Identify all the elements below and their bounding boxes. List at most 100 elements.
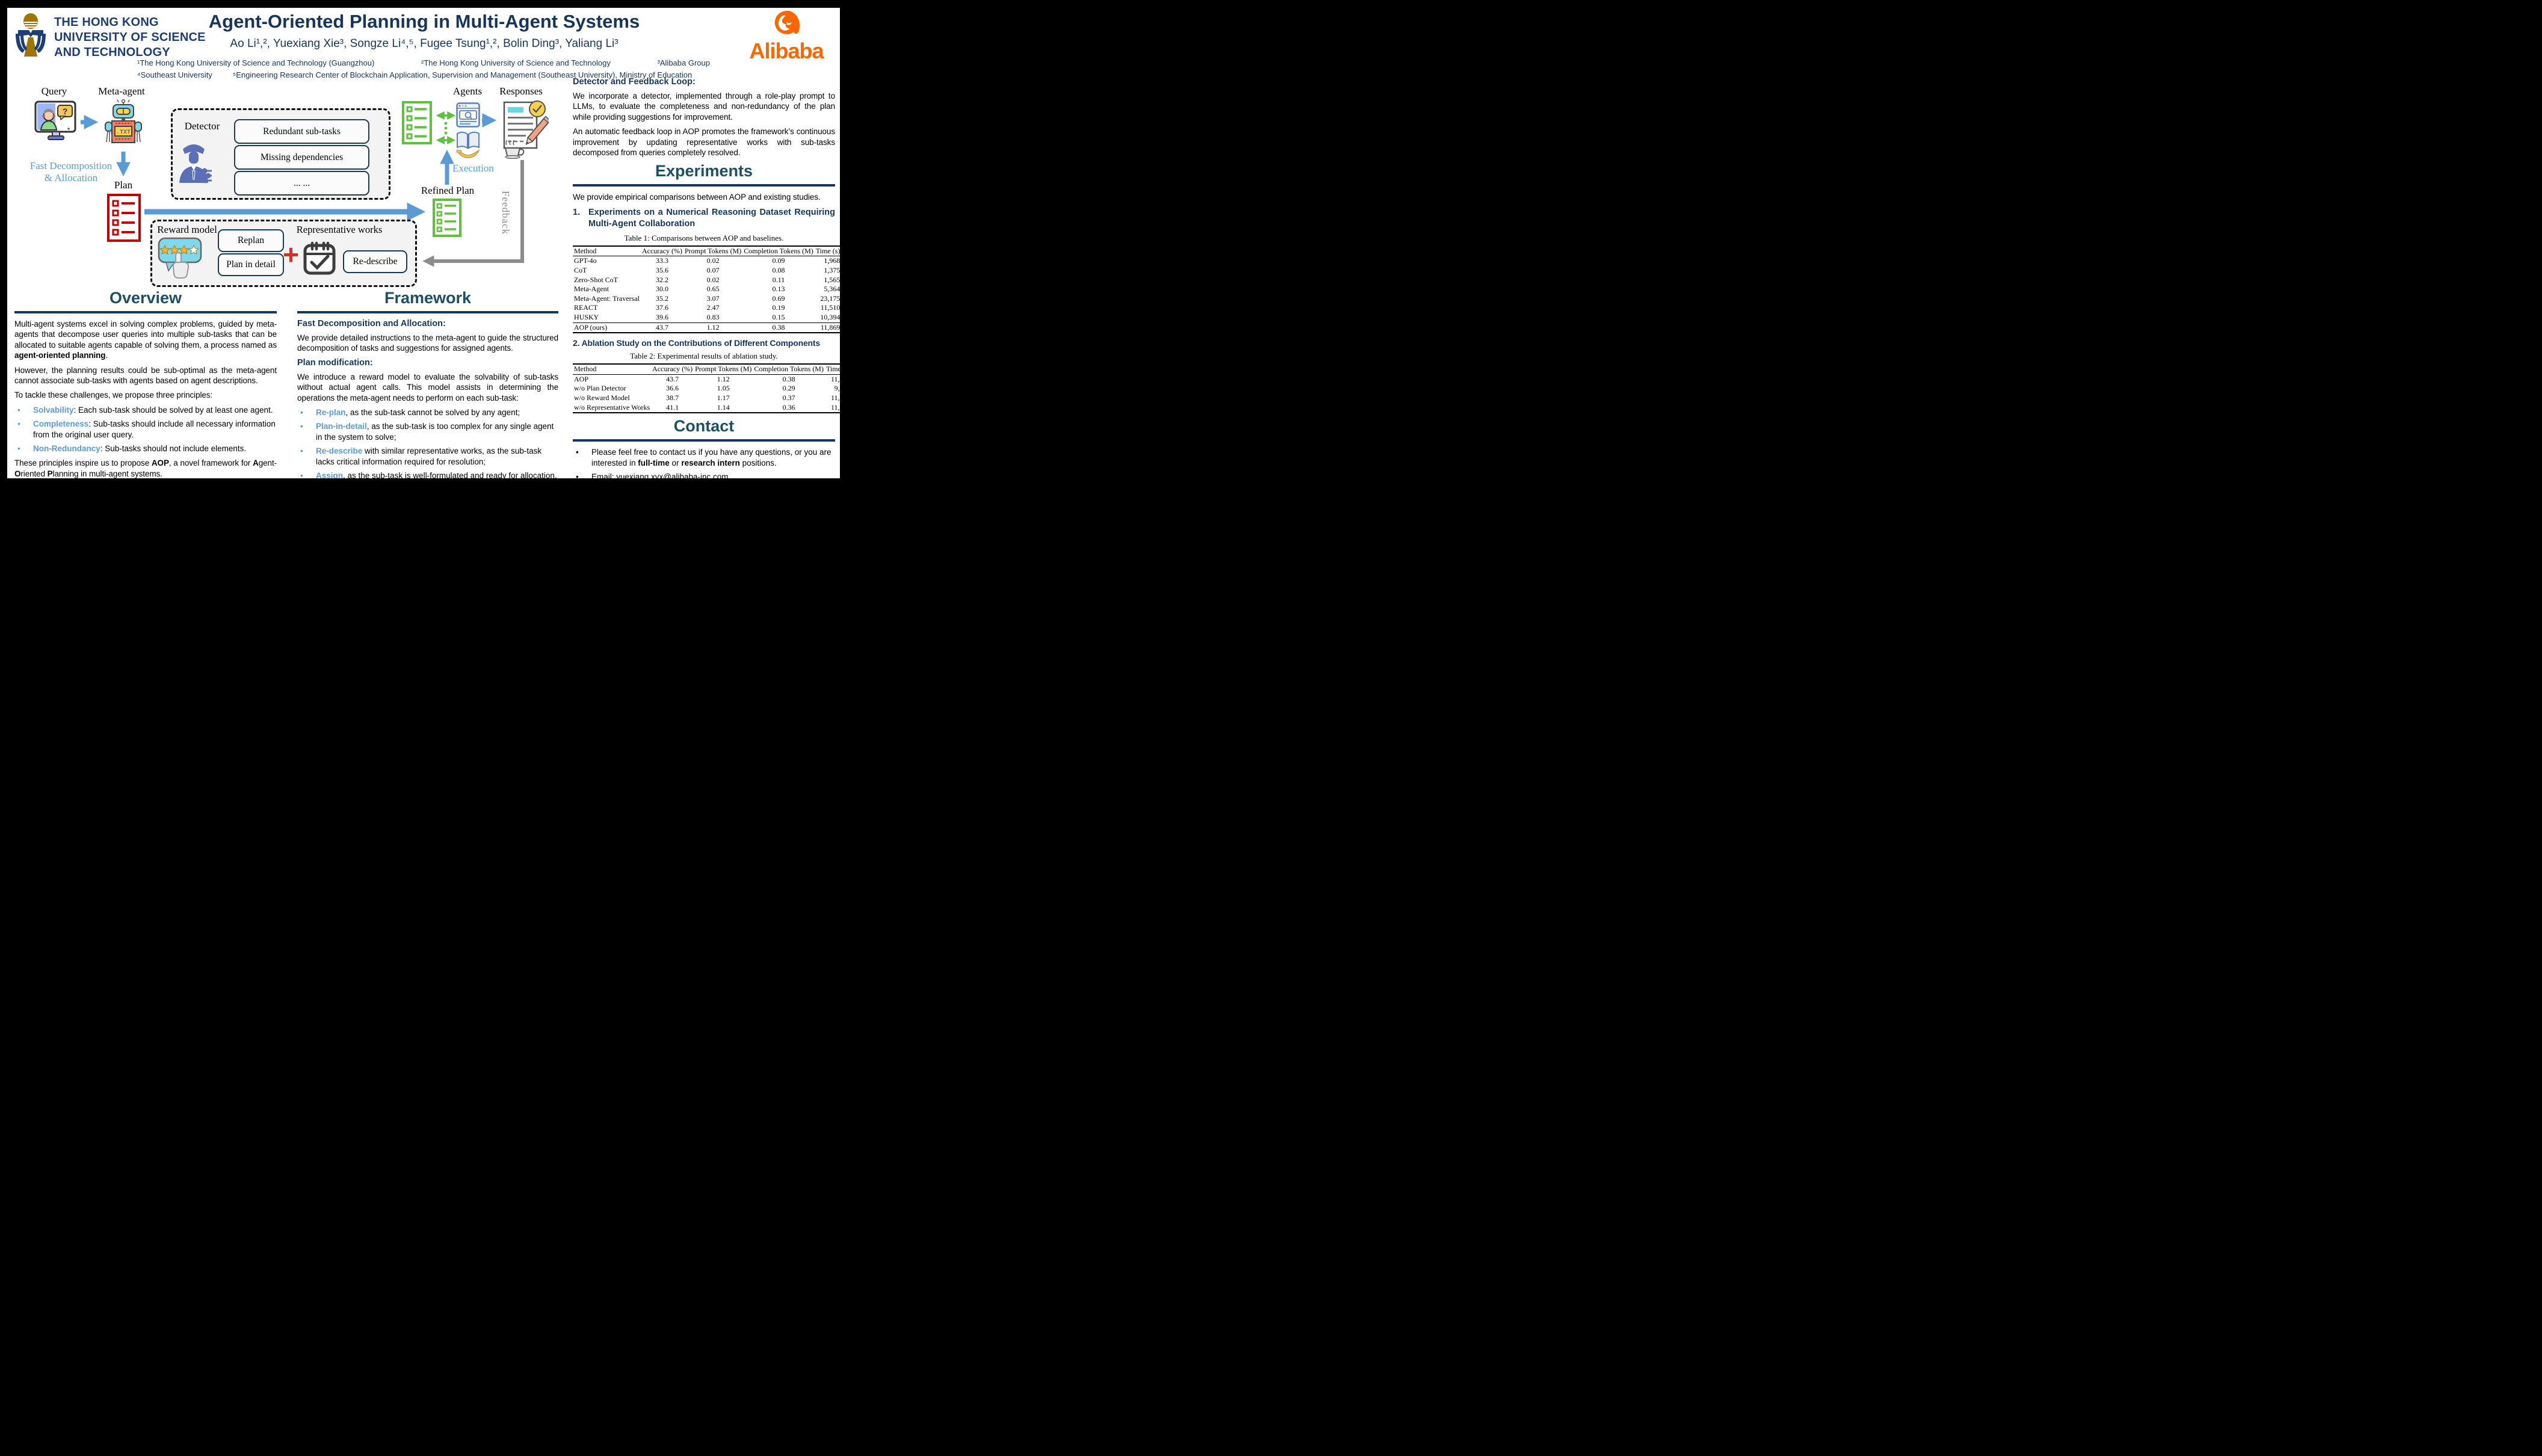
- list-item: •Re-plan, as the sub-task cannot be solv…: [297, 407, 558, 418]
- affiliations: ¹The Hong Kong University of Science and…: [137, 58, 710, 79]
- bullet-icon: •: [576, 448, 579, 457]
- experiments-intro: We provide empirical comparisons between…: [573, 193, 821, 202]
- affiliation-1: ¹The Hong Kong University of Science and…: [137, 58, 375, 67]
- agents-checklist-icon: [402, 101, 432, 147]
- frame-top: [0, 0, 847, 8]
- overview-section: Overview Multi-agent systems excel in so…: [14, 289, 277, 483]
- agents-label: Agents: [452, 85, 483, 97]
- table-row: w/o Representative Works41.11.140.3611,1…: [573, 403, 847, 413]
- query-monitor-icon: ?: [34, 100, 78, 146]
- table-2: Method Accuracy (%) Prompt Tokens (M) Co…: [573, 363, 847, 413]
- bullet-icon: •: [300, 446, 303, 456]
- list-item: •Completeness: Sub-tasks should include …: [14, 419, 277, 440]
- experiment-item-1: 1.Experiments on a Numerical Reasoning D…: [573, 207, 835, 229]
- redescribe-box: Re-describe: [343, 250, 407, 273]
- affiliation-5: ⁵Engineering Research Center of Blockcha…: [232, 70, 693, 79]
- frame-bottom: [0, 478, 847, 486]
- svg-text:.TXT: .TXT: [116, 129, 131, 136]
- refined-plan-label: Refined Plan: [421, 185, 475, 196]
- framework-subheading-2: Plan modification:: [297, 357, 373, 368]
- authors-line: Ao Li¹,², Yuexiang Xie³, Songze Li⁴,⁵, F…: [230, 37, 619, 50]
- alibaba-head-icon: [774, 11, 800, 34]
- affiliation-3: ³Alibaba Group: [657, 58, 710, 67]
- hkust-emblem-icon: [13, 13, 48, 62]
- affiliation-4: ⁴Southeast University: [137, 70, 212, 79]
- meta-agent-label: Meta-agent: [98, 85, 145, 97]
- hkust-logo: THE HONG KONG UNIVERSITY OF SCIENCE AND …: [13, 13, 206, 62]
- contact-rule: [573, 439, 835, 442]
- list-item: •Non-Redundancy: Sub-tasks should not in…: [14, 443, 277, 454]
- detector-officer-icon: [178, 137, 214, 191]
- experiments-rule: [573, 184, 835, 187]
- contact-list: • Please feel free to contact us if you …: [573, 447, 835, 482]
- overview-p1: Multi-agent systems excel in solving com…: [14, 319, 277, 360]
- bullet-icon: •: [300, 471, 303, 481]
- bullet-icon: •: [300, 422, 303, 431]
- page-title: Agent-Oriented Planning in Multi-Agent S…: [208, 11, 640, 32]
- contact-heading: Contact: [673, 417, 735, 436]
- hkust-logo-text: THE HONG KONG UNIVERSITY OF SCIENCE AND …: [54, 16, 206, 59]
- framework-bullets: •Re-plan, as the sub-task cannot be solv…: [297, 407, 558, 481]
- overview-p4: These principles inspire us to propose A…: [14, 458, 277, 478]
- representative-works-label: Representative works: [296, 224, 383, 235]
- svg-text:?: ?: [63, 106, 68, 116]
- replan-box: Replan: [218, 229, 284, 252]
- framework-p1: We provide detailed instructions to the …: [297, 333, 558, 353]
- responses-document-icon: [499, 99, 551, 162]
- table-1-caption: Table 1: Comparisons between AOP and bas…: [624, 233, 784, 242]
- table-1: Method Accuracy (%) Prompt Tokens (M) Co…: [573, 245, 842, 333]
- affiliation-2: ²The Hong Kong University of Science and…: [421, 58, 611, 67]
- experiments-heading: Experiments: [655, 162, 753, 180]
- framework-section: Framework Fast Decomposition and Allocat…: [297, 289, 558, 485]
- detector-p1: We incorporate a detector, implemented t…: [573, 91, 835, 122]
- bullet-icon: •: [300, 408, 303, 418]
- alibaba-logo: Alibaba: [741, 10, 831, 63]
- table-header-row: Method Accuracy (%) Prompt Tokens (M) Co…: [573, 245, 842, 256]
- browser-agent-icon: [456, 102, 480, 131]
- table-header-row: Method Accuracy (%) Prompt Tokens (M) Co…: [573, 364, 847, 375]
- plan-label: Plan: [114, 179, 133, 191]
- framework-p2: We introduce a reward model to evaluate …: [297, 372, 558, 403]
- book-agent-icon: [455, 130, 481, 164]
- alibaba-logo-text: Alibaba: [749, 39, 824, 63]
- execution-label: Execution: [452, 162, 494, 174]
- overview-rule: [14, 311, 277, 313]
- framework-rule: [297, 311, 558, 313]
- experiment-item-2: 2. Ablation Study on the Contributions o…: [573, 338, 820, 348]
- overview-p2: However, the planning results could be s…: [14, 365, 277, 386]
- ellipsis-box: ... ...: [234, 171, 369, 196]
- detector-feedback-heading: Detector and Feedback Loop:: [573, 77, 696, 87]
- plan-in-detail-box: Plan in detail: [218, 253, 284, 276]
- redundant-subtasks-box: Redundant sub-tasks: [234, 119, 369, 144]
- table-2-caption: Table 2: Experimental results of ablatio…: [630, 351, 778, 361]
- rating-stars-icon: [158, 237, 203, 283]
- feedback-label: Feedback: [500, 191, 511, 235]
- refined-plan-icon: [433, 199, 461, 240]
- detector-label: Detector: [184, 120, 220, 132]
- list-item: • Please feel free to contact us if you …: [573, 447, 835, 468]
- overview-p3: To tackle these challenges, we propose t…: [14, 390, 213, 400]
- fast-decomposition-label: Fast Decomposition & Allocation: [29, 160, 113, 184]
- bullet-icon: •: [17, 444, 20, 454]
- responses-label: Responses: [499, 85, 543, 97]
- overview-bullets: •Solvability: Each sub-task should be so…: [14, 405, 277, 454]
- missing-dependencies-box: Missing dependencies: [234, 145, 369, 170]
- plan-list-icon: [107, 194, 141, 245]
- frame-right: [840, 0, 847, 486]
- overview-heading: Overview: [109, 289, 182, 307]
- meta-agent-robot-icon: .TXT: [104, 99, 143, 150]
- bullet-icon: •: [17, 419, 20, 429]
- list-item: •Plan-in-detail, as the sub-task is too …: [297, 421, 558, 442]
- query-label: Query: [41, 85, 67, 97]
- framework-heading: Framework: [384, 289, 472, 307]
- bullet-icon: •: [17, 405, 20, 415]
